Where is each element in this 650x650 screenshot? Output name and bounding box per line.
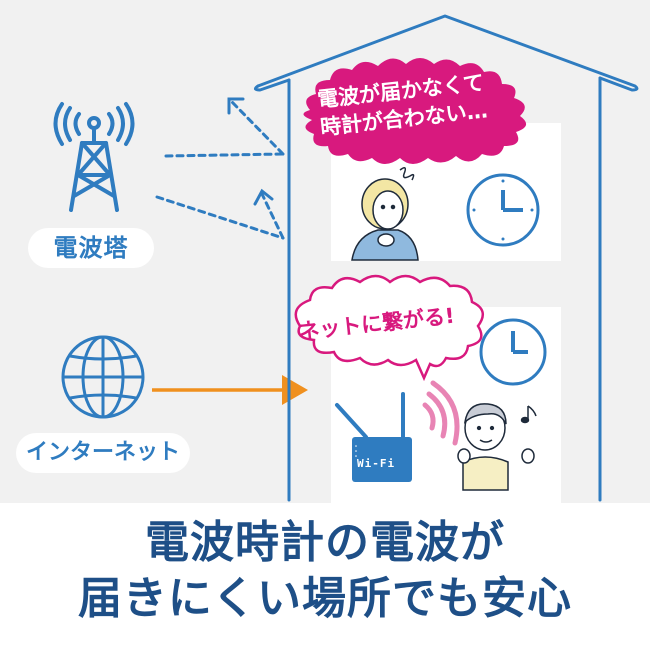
house-outline: [253, 14, 639, 502]
clock-ticks-upper: [472, 179, 534, 241]
router-label: Wi-Fi: [357, 457, 396, 470]
signal-dotted-lines: [155, 100, 285, 240]
deflect-arrowheads: [227, 97, 274, 206]
happy-person-illustration: [457, 403, 535, 491]
illustration-art: [53, 14, 639, 502]
wifi-router-icon: [335, 392, 412, 482]
problem-burst-bubble: [303, 58, 527, 164]
ok-cloud-bubble: [294, 274, 485, 382]
radio-tower-label: 電波塔: [28, 228, 154, 268]
music-note-icon: [520, 405, 537, 424]
clock-icon-lower: [479, 318, 547, 386]
internet-label: インターネット: [16, 433, 190, 473]
headline-line-2: 届きにくい場所でも安心: [77, 573, 573, 624]
globe-icon: [61, 335, 145, 419]
internet-arrow: [152, 375, 308, 405]
wifi-waves-icon: [422, 380, 460, 446]
radio-tower-icon: [53, 102, 135, 212]
headline: 電波時計の電波が 届きにくい場所でも安心: [0, 515, 650, 627]
clock-icon-upper: [466, 173, 540, 247]
headline-line-1: 電波時計の電波が: [145, 517, 505, 568]
confused-woman-illustration: [351, 167, 419, 261]
